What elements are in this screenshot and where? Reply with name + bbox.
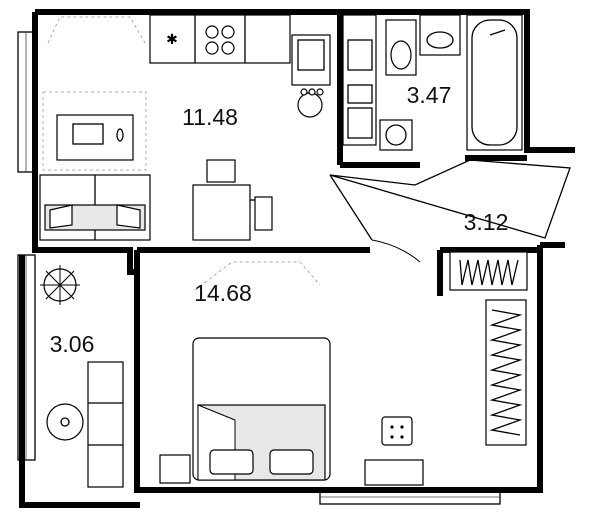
dining-set: [192, 159, 273, 241]
area-bathroom: 3.47: [407, 82, 452, 108]
area-balcony: 3.06: [50, 331, 95, 357]
wardrobe: [449, 251, 528, 446]
left-window: [17, 31, 140, 508]
balcony-furniture: [40, 265, 124, 488]
area-bedroom: 14.68: [194, 280, 252, 306]
area-hallway: 3.12: [464, 209, 509, 235]
bathroom-fixtures: [342, 14, 523, 151]
bedside: [159, 416, 424, 486]
bed: [192, 337, 331, 481]
entry-door: [329, 159, 571, 263]
sofa: [39, 174, 151, 241]
kitchen-counter: ✱: [149, 14, 331, 118]
area-kitchen: 11.48: [182, 104, 238, 130]
interior-walls: [127, 12, 540, 320]
svg-text:✱: ✱: [166, 32, 178, 48]
bottom-window: [319, 489, 501, 505]
ceiling-lights: [47, 16, 321, 291]
desk: [42, 91, 147, 171]
area-labels: 11.48 3.47 3.12 14.68 3.06: [50, 82, 509, 357]
